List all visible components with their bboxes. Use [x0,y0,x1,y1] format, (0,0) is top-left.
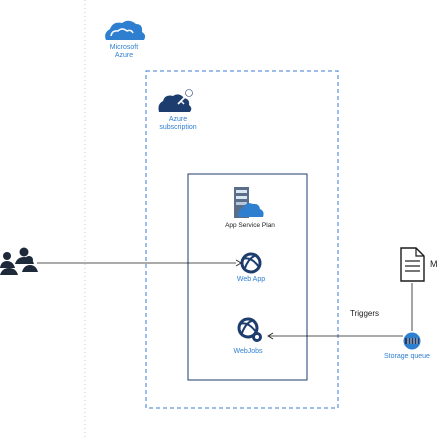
subscription-label-line1: Azure [168,116,188,123]
globe-icon [240,252,262,274]
cloud-icon [105,20,146,40]
subscription-label-line2: subscription [159,124,197,131]
subscription-boundary [145,70,339,409]
azure-label: Microsoft Azure [104,44,144,60]
azure-label-line1: Microsoft [109,44,139,51]
app-service-plan-box [187,173,308,381]
gear-icon [237,317,262,342]
app-service-plan-label: App Service Plan [225,222,275,229]
document-icon [400,247,425,282]
azure-label-line2: Azure [114,52,134,59]
triggers-label: Triggers [350,309,380,318]
arrowhead-webapp [235,259,242,267]
message-label: M [430,259,438,269]
server-icon [234,187,264,218]
storage-queue-label: Storage queue [384,353,430,360]
key-icon [158,88,194,112]
subscription-label: Azure subscription [148,116,208,132]
users-icon [0,247,38,275]
web-app-label: Web App [236,276,266,283]
arrowhead-webjobs [267,332,274,340]
queue-icon [403,332,421,350]
webjobs-label: WebJobs [233,348,263,355]
